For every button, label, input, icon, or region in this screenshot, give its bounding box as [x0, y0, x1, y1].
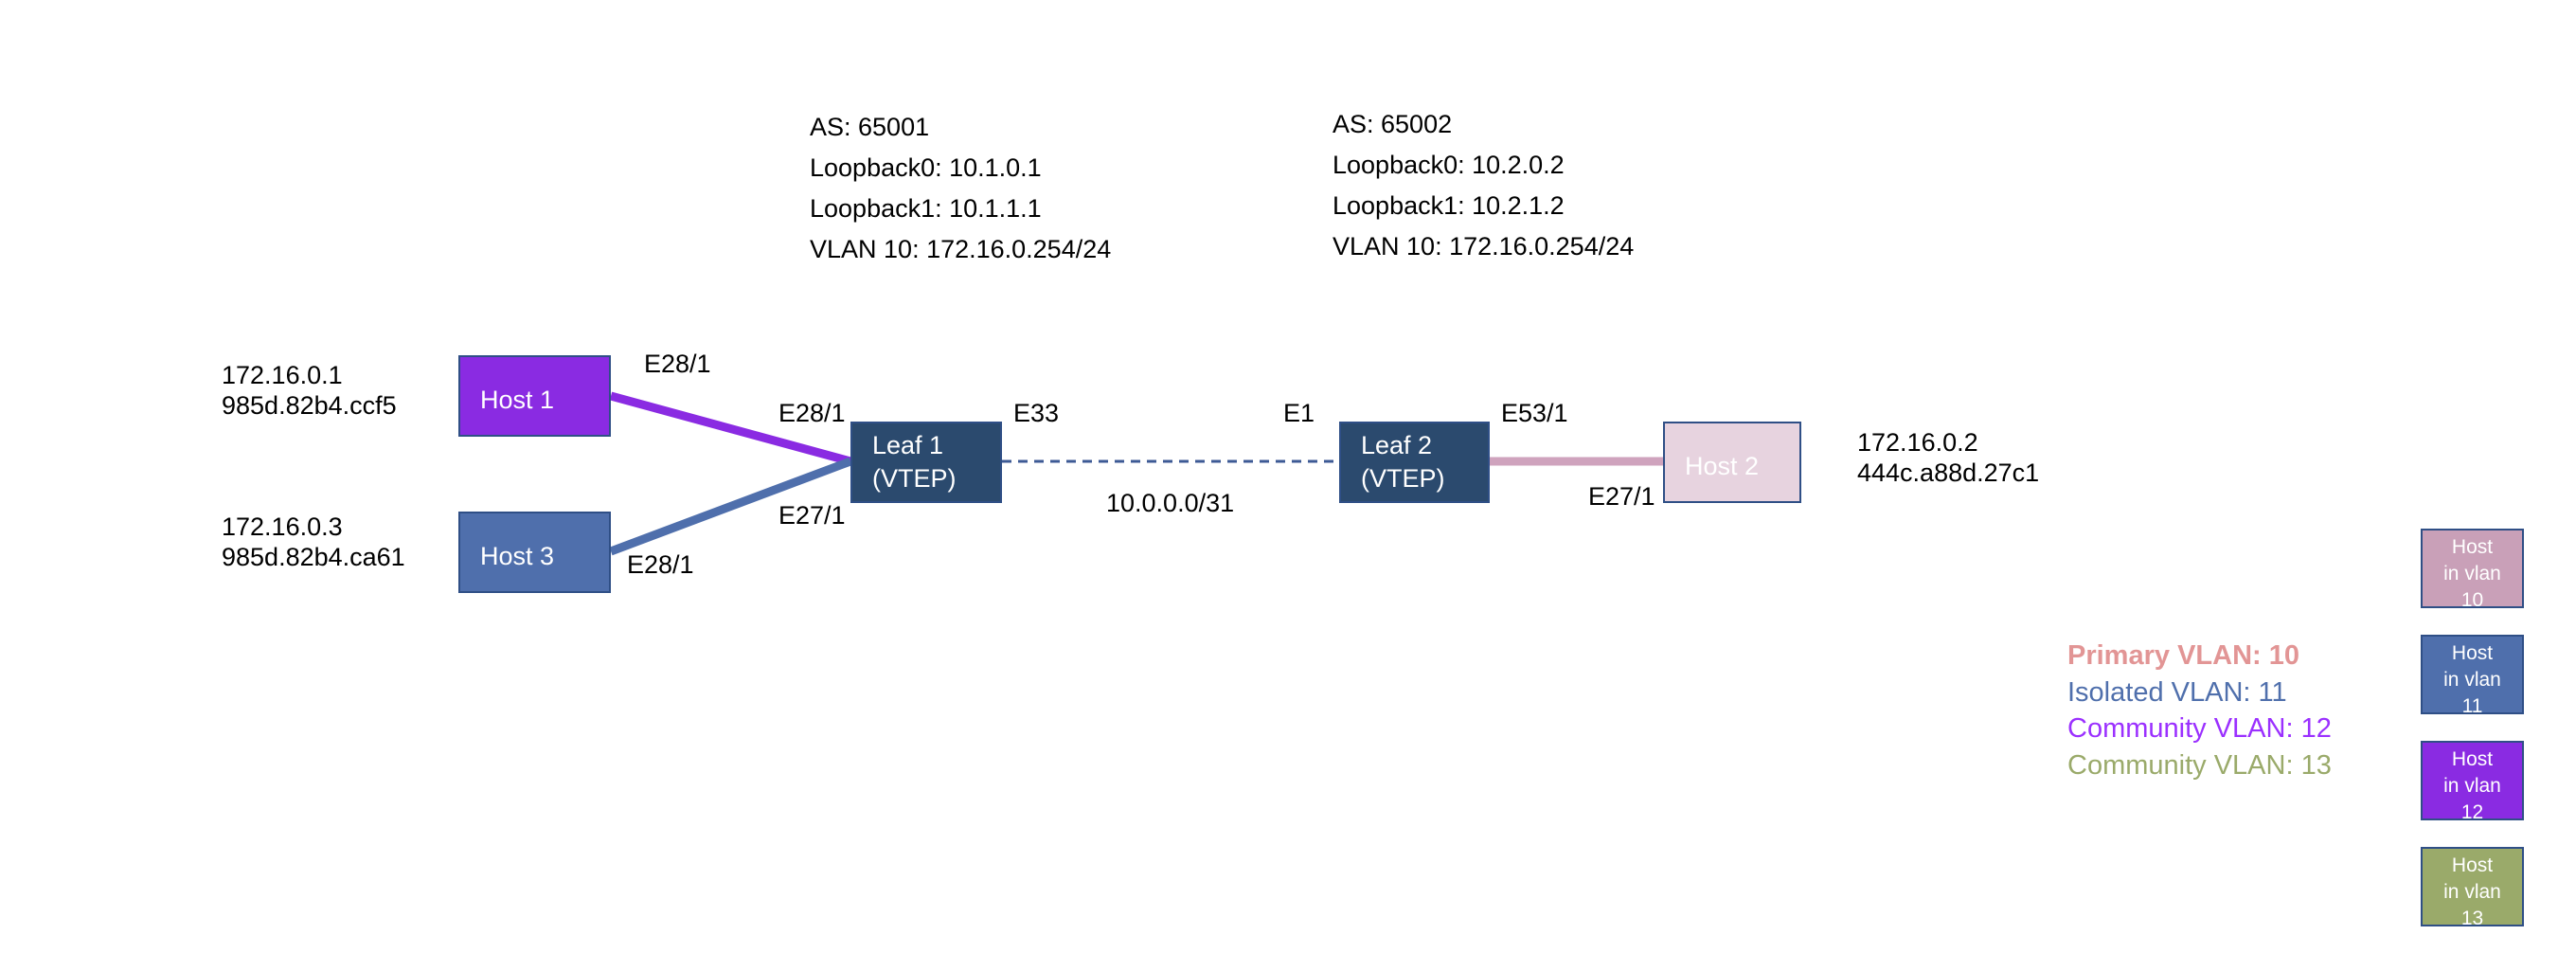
vlan12-host-key: Host in vlan 12 [2421, 741, 2524, 823]
host3-label: Host 3 [480, 542, 555, 570]
leaf1-loopback0: Loopback0: 10.1.0.1 [810, 153, 1042, 182]
leaf1-role: (VTEP) [872, 464, 957, 494]
vlan12-key-line1: Host [2451, 748, 2494, 770]
leaf2-role: (VTEP) [1361, 464, 1445, 494]
host3-ip: 172.16.0.3 [222, 512, 343, 541]
vlan11-host-key: Host in vlan 11 [2421, 635, 2524, 717]
leaf1-node[interactable]: Leaf 1 (VTEP) [850, 422, 1002, 503]
leaf1-loopback1: Loopback1: 10.1.1.1 [810, 194, 1042, 223]
vlan13-key-line3: 13 [2460, 907, 2484, 929]
vlan12-key-line2: in vlan [2443, 774, 2501, 797]
vlan12-key-line3: 12 [2460, 800, 2484, 823]
legend-primary-vlan: Primary VLAN: 10 [2067, 640, 2299, 671]
vlan13-key-line2: in vlan [2443, 880, 2501, 903]
host1-label: Host 1 [480, 386, 555, 414]
host2-label: Host 2 [1685, 452, 1760, 480]
host2-node[interactable]: Host 2 [1663, 422, 1801, 503]
host1-ip: 172.16.0.1 [222, 361, 343, 389]
link-host3-leaf1 [609, 457, 852, 556]
link-host1-leaf1 [609, 391, 852, 466]
host2-address: 172.16.0.2 444c.a88d.27c1 [1857, 427, 2039, 489]
leaf2-name: Leaf 2 [1361, 431, 1433, 459]
vlan10-key-line1: Host [2451, 536, 2494, 558]
link-subnet-label: 10.0.0.0/31 [1106, 489, 1235, 517]
leaf2-as: AS: 65002 [1333, 110, 1453, 138]
vlan-legend: Primary VLAN: 10 Isolated VLAN: 11 Commu… [2067, 638, 2332, 783]
host1-address: 172.16.0.1 985d.82b4.ccf5 [222, 360, 397, 422]
vlan10-key-line3: 10 [2460, 588, 2484, 611]
vlan11-key-line2: in vlan [2443, 668, 2501, 691]
leaf1-vlan10: VLAN 10: 172.16.0.254/24 [810, 235, 1112, 263]
port-leaf2-host2: E53/1 [1501, 399, 1568, 427]
port-leaf1-uplink: E33 [1013, 399, 1060, 427]
host3-mac: 985d.82b4.ca61 [222, 543, 405, 572]
host3-node[interactable]: Host 3 [458, 512, 611, 593]
port-host2: E27/1 [1588, 482, 1655, 511]
host1-node[interactable]: Host 1 [458, 355, 611, 437]
port-leaf1-host1: E28/1 [778, 399, 846, 427]
vlan13-host-key: Host in vlan 13 [2421, 847, 2524, 929]
leaf2-loopback1: Loopback1: 10.2.1.2 [1333, 191, 1565, 220]
host3-address: 172.16.0.3 985d.82b4.ca61 [222, 512, 405, 573]
leaf1-as: AS: 65001 [810, 113, 930, 141]
leaf1-info: AS: 65001 Loopback0: 10.1.0.1 Loopback1:… [810, 112, 1111, 275]
legend-isolated-vlan: Isolated VLAN: 11 [2067, 676, 2287, 708]
leaf2-vlan10: VLAN 10: 172.16.0.254/24 [1333, 232, 1635, 261]
port-host1: E28/1 [644, 350, 711, 378]
port-leaf1-host3: E27/1 [778, 501, 846, 530]
vlan13-key-line1: Host [2451, 854, 2494, 876]
vlan10-key-line2: in vlan [2443, 562, 2501, 584]
leaf2-loopback0: Loopback0: 10.2.0.2 [1333, 151, 1565, 179]
legend-community-vlan-13: Community VLAN: 13 [2067, 749, 2332, 781]
host2-mac: 444c.a88d.27c1 [1857, 459, 2040, 488]
leaf2-node[interactable]: Leaf 2 (VTEP) [1339, 422, 1490, 503]
vlan11-key-line3: 11 [2461, 694, 2483, 717]
port-host3: E28/1 [627, 550, 694, 579]
leaf2-info: AS: 65002 Loopback0: 10.2.0.2 Loopback1:… [1333, 109, 1634, 272]
vlan11-key-line1: Host [2451, 642, 2494, 664]
host1-mac: 985d.82b4.ccf5 [222, 391, 397, 421]
leaf1-name: Leaf 1 [872, 431, 944, 459]
vlan10-host-key: Host in vlan 10 [2421, 529, 2524, 611]
port-leaf2-uplink: E1 [1283, 399, 1315, 427]
host2-ip: 172.16.0.2 [1857, 428, 1978, 457]
legend-community-vlan-12: Community VLAN: 12 [2067, 713, 2332, 745]
